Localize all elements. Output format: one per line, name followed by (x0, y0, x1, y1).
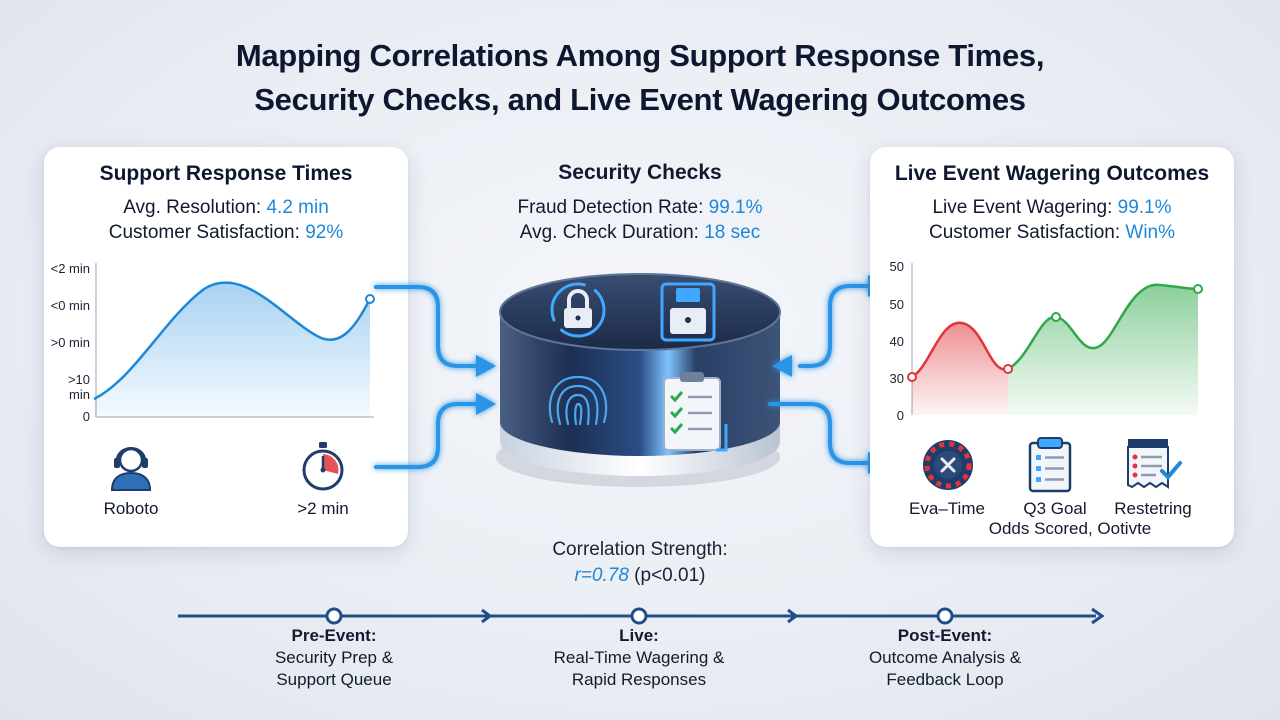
roulette-wheel-icon (923, 440, 973, 490)
arrow-support-to-security-bottom (374, 402, 480, 469)
support-card: Support Response Times Avg. Resolution: … (44, 147, 408, 547)
arrowhead (772, 355, 792, 377)
support-y-tick: >0 min (50, 335, 90, 350)
lock-refresh-icon (550, 282, 606, 338)
wagering-card: Live Event Wagering Outcomes Live Event … (870, 147, 1234, 547)
timeline-stage-post: Post-Event: Outcome Analysis & Feedback … (815, 625, 1075, 691)
correlation-value: r=0.78 (p<0.01) (440, 565, 840, 587)
support-stat-resolution: Avg. Resolution: 4.2 min (44, 197, 408, 219)
wagering-stat-1-value: 99.1% (1117, 197, 1172, 218)
support-stat-satisfaction-label: Customer Satisfaction: (108, 222, 306, 243)
timeline (178, 607, 1105, 625)
stage-line: Real-Time Wagering & (553, 648, 725, 667)
wagering-win-line (1007, 283, 1199, 371)
arrow-security-to-wagering-top (798, 284, 872, 368)
arrow-support-to-security-top (374, 285, 480, 368)
wagering-y-tick: 40 (889, 334, 904, 349)
security-stat-duration-value: 18 sec (704, 222, 761, 243)
support-stat-satisfaction-value: 92% (305, 222, 344, 243)
wagering-y-tick: 50 (889, 297, 904, 312)
support-icon1-label: Roboto (103, 499, 159, 518)
support-title: Support Response Times (99, 162, 353, 185)
arrow-security-to-wagering-bottom (768, 402, 872, 465)
headset-agent-icon (110, 447, 152, 491)
wagering-icon3-label: Restetring (1114, 499, 1192, 518)
timeline-node (936, 607, 954, 625)
receipt-check-icon (1127, 439, 1182, 489)
wagering-chart (907, 263, 1203, 415)
wagering-win-area (1008, 284, 1198, 415)
wagering-point (1003, 364, 1013, 374)
support-stat-resolution-label: Avg. Resolution: (123, 197, 267, 218)
wagering-loss-area (912, 322, 1008, 415)
title-line-2: Security Checks, and Live Event Wagering… (254, 82, 1026, 117)
wagering-loss-line (911, 321, 1009, 379)
wagering-bottom-label: Odds Scored, Ootivte (988, 519, 1152, 538)
security-stat-fraud-label: Fraud Detection Rate: (517, 197, 709, 218)
support-line (93, 281, 372, 401)
support-y-tick: <2 min (50, 261, 90, 276)
arrowhead (476, 393, 496, 415)
timeline-stage-pre: Pre-Event: Security Prep & Support Queue (204, 625, 464, 691)
support-stat-satisfaction: Customer Satisfaction: 92% (44, 222, 408, 244)
wagering-y-tick: 30 (889, 371, 904, 386)
stage-line: Security Prep & (274, 648, 394, 667)
timeline-node (630, 607, 648, 625)
wagering-stat-2: Customer Satisfaction: Win% (870, 222, 1234, 244)
stage-title: Post-Event: (897, 626, 993, 645)
support-y-tick: 0 (82, 409, 90, 424)
wagering-y-tick: 0 (896, 408, 904, 423)
wagering-point (1193, 284, 1203, 294)
support-end-point (365, 294, 375, 304)
security-stat-duration: Avg. Check Duration: 18 sec (440, 222, 840, 244)
timeline-stage-live: Live: Real-Time Wagering & Rapid Respons… (509, 625, 769, 691)
wagering-point (907, 372, 917, 382)
padlock-screen-icon (660, 282, 716, 342)
support-stat-resolution-value: 4.2 min (266, 197, 329, 218)
page-title: Mapping Correlations Among Support Respo… (0, 34, 1280, 122)
clipboard-icon (1028, 437, 1072, 493)
security-cylinder (496, 273, 781, 487)
wagering-icon2-label: Q3 Goal (1023, 499, 1087, 518)
wagering-stat-1-label: Live Event Wagering: (932, 197, 1118, 218)
support-chart (93, 263, 375, 418)
wagering-icon1-label: Eva–Time (909, 499, 985, 518)
correlation-r: r=0.78 (574, 565, 629, 586)
stage-title: Pre-Event: (291, 626, 377, 645)
stage-line: Feedback Loop (886, 670, 1004, 689)
checklist-icon (663, 372, 728, 452)
support-y-tick: <0 min (50, 298, 90, 313)
security-stat-duration-label: Avg. Check Duration: (519, 222, 705, 243)
security-stat-fraud-value: 99.1% (708, 197, 763, 218)
timeline-end-arrow (1091, 607, 1105, 625)
support-y-tick: >10 min (67, 372, 90, 402)
title-line-1: Mapping Correlations Among Support Respo… (235, 38, 1045, 73)
wagering-stat-1: Live Event Wagering: 99.1% (870, 197, 1234, 219)
wagering-stat-2-value: Win% (1125, 222, 1176, 243)
security-title: Security Checks (558, 161, 722, 184)
stage-title: Live: (619, 626, 659, 645)
fingerprint-icon (548, 375, 608, 426)
stage-line: Outcome Analysis & (868, 648, 1022, 667)
stopwatch-icon (302, 442, 344, 491)
stage-line: Support Queue (276, 670, 392, 689)
correlation-title: Correlation Strength: (552, 539, 728, 560)
timeline-node (325, 607, 343, 625)
timeline-chevron (481, 608, 493, 624)
stage-line: Rapid Responses (571, 670, 707, 689)
arrowhead (476, 355, 496, 377)
security-stat-fraud: Fraud Detection Rate: 99.1% (440, 197, 840, 219)
wagering-title: Live Event Wagering Outcomes (894, 162, 1210, 185)
support-icon2-label: >2 min (297, 499, 349, 518)
wagering-point (1051, 312, 1061, 322)
timeline-chevron (787, 608, 799, 624)
wagering-y-tick: 50 (889, 259, 904, 274)
wagering-stat-2-label: Customer Satisfaction: (928, 222, 1126, 243)
support-area (94, 282, 370, 417)
correlation-p: (p<0.01) (628, 565, 706, 586)
